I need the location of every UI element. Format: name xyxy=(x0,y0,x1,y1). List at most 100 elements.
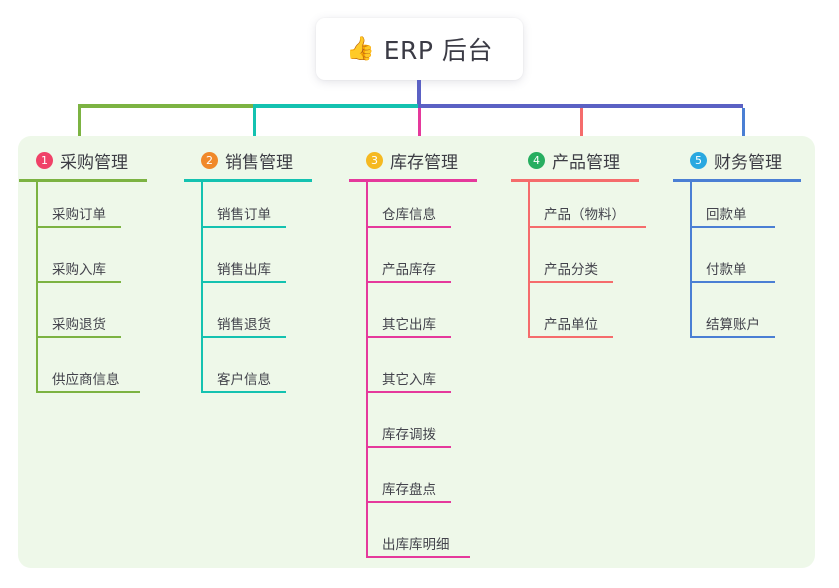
branch-column-purchase: 1 采购管理采购订单采购入库采购退货供应商信息 xyxy=(19,145,147,402)
branch-item[interactable]: 客户信息 xyxy=(184,347,312,402)
branch-item[interactable]: 库存调拨 xyxy=(349,402,477,457)
branch-item[interactable]: 仓库信息 xyxy=(349,182,477,237)
branch-item[interactable]: 采购订单 xyxy=(19,182,147,237)
thumbs-up-icon: 👍 xyxy=(346,35,375,62)
branch-badge-inventory: 3 xyxy=(366,151,383,169)
branch-item-rule xyxy=(366,556,470,558)
branch-item-rule xyxy=(36,336,121,338)
branch-item[interactable]: 出库库明细 xyxy=(349,512,477,567)
branch-item-rule xyxy=(366,226,451,228)
branch-item[interactable]: 产品分类 xyxy=(511,237,639,292)
branch-rule-purchase xyxy=(19,179,147,182)
root-title: ERP 后台 xyxy=(383,36,493,65)
branch-item[interactable]: 产品库存 xyxy=(349,237,477,292)
branch-item[interactable]: 其它入库 xyxy=(349,347,477,402)
branch-item-label: 仓库信息 xyxy=(382,207,436,223)
branch-item-label: 出库库明细 xyxy=(382,537,450,553)
connector-segment-blue xyxy=(418,104,743,108)
branch-item[interactable]: 其它出库 xyxy=(349,292,477,347)
branch-item-rule xyxy=(690,281,775,283)
branch-items-inventory: 仓库信息产品库存其它出库其它入库库存调拨库存盘点出库库明细 xyxy=(349,182,477,567)
branch-spine-inventory xyxy=(366,182,368,558)
branch-item-rule xyxy=(36,391,140,393)
branch-item[interactable]: 销售订单 xyxy=(184,182,312,237)
branch-item-rule xyxy=(366,281,451,283)
branch-item-label: 结算账户 xyxy=(706,317,760,333)
branch-item-label: 其它入库 xyxy=(382,372,436,388)
branch-item-label: 库存调拨 xyxy=(382,427,436,443)
branch-items-purchase: 采购订单采购入库采购退货供应商信息 xyxy=(19,182,147,402)
root-node[interactable]: 👍 ERP 后台 xyxy=(316,18,523,80)
branch-item-label: 付款单 xyxy=(706,262,747,278)
branch-item[interactable]: 产品单位 xyxy=(511,292,639,347)
branch-item-label: 产品单位 xyxy=(544,317,598,333)
connector-drop-purchase xyxy=(78,108,81,138)
branch-item[interactable]: 结算账户 xyxy=(673,292,801,347)
branch-item[interactable]: 采购入库 xyxy=(19,237,147,292)
branch-spine-sales xyxy=(201,182,203,393)
branch-items-product: 产品（物料） 产品分类产品单位 xyxy=(511,182,646,347)
branch-item-label: 其它出库 xyxy=(382,317,436,333)
branch-header-purchase[interactable]: 1 采购管理 xyxy=(19,145,147,175)
branch-item-rule xyxy=(366,501,451,503)
connector-drop-finance xyxy=(742,108,745,138)
branch-title-finance: 财务管理 xyxy=(714,152,782,173)
branch-item-rule xyxy=(528,336,613,338)
branch-item[interactable]: 销售出库 xyxy=(184,237,312,292)
branch-title-product: 产品管理 xyxy=(552,152,620,173)
branch-item[interactable]: 供应商信息 xyxy=(19,347,147,402)
branch-items-sales: 销售订单销售出库销售退货客户信息 xyxy=(184,182,312,402)
branch-item[interactable]: 付款单 xyxy=(673,237,801,292)
branch-item[interactable]: 产品（物料） xyxy=(511,182,646,237)
root-node-content: 👍 ERP 后台 xyxy=(346,31,493,67)
branch-item-rule xyxy=(201,281,286,283)
branch-item-rule xyxy=(36,281,121,283)
branch-item-label: 产品分类 xyxy=(544,262,598,278)
root-connector-vertical xyxy=(417,80,421,107)
branch-items-finance: 回款单付款单结算账户 xyxy=(673,182,801,347)
branch-item-label: 销售订单 xyxy=(217,207,271,223)
branch-item-rule xyxy=(528,281,613,283)
branch-item-rule xyxy=(366,391,451,393)
branch-header-inventory[interactable]: 3 库存管理 xyxy=(349,145,477,175)
branch-title-purchase: 采购管理 xyxy=(60,152,128,173)
branch-item-rule xyxy=(528,226,646,228)
branch-item[interactable]: 采购退货 xyxy=(19,292,147,347)
branch-item-rule xyxy=(36,226,121,228)
branch-title-inventory: 库存管理 xyxy=(390,152,458,173)
branch-item-label: 采购订单 xyxy=(52,207,106,223)
branch-item-label: 产品（物料） xyxy=(544,207,625,223)
branch-item-label: 回款单 xyxy=(706,207,747,223)
branch-item-label: 采购退货 xyxy=(52,317,106,333)
connector-drop-sales xyxy=(253,108,256,138)
branch-item-label: 库存盘点 xyxy=(382,482,436,498)
branch-spine-finance xyxy=(690,182,692,338)
branch-badge-purchase: 1 xyxy=(36,151,53,169)
branch-item[interactable]: 回款单 xyxy=(673,182,801,237)
branch-item-rule xyxy=(366,446,451,448)
branch-item-label: 销售出库 xyxy=(217,262,271,278)
branch-item-rule xyxy=(690,336,775,338)
branch-item-label: 采购入库 xyxy=(52,262,106,278)
branch-item[interactable]: 库存盘点 xyxy=(349,457,477,512)
branch-rule-inventory xyxy=(349,179,477,182)
branch-header-product[interactable]: 4 产品管理 xyxy=(511,145,639,175)
branch-item[interactable]: 销售退货 xyxy=(184,292,312,347)
branch-spine-product xyxy=(528,182,530,338)
branch-badge-product: 4 xyxy=(528,151,545,169)
branch-spine-purchase xyxy=(36,182,38,393)
branch-rule-sales xyxy=(184,179,312,182)
connector-segment-teal xyxy=(253,104,418,108)
branch-item-rule xyxy=(366,336,451,338)
branch-rule-finance xyxy=(673,179,801,182)
branch-item-label: 客户信息 xyxy=(217,372,271,388)
branch-item-rule xyxy=(201,226,286,228)
connector-segment-green xyxy=(78,104,253,108)
branch-badge-sales: 2 xyxy=(201,151,218,169)
branch-item-rule xyxy=(201,391,286,393)
